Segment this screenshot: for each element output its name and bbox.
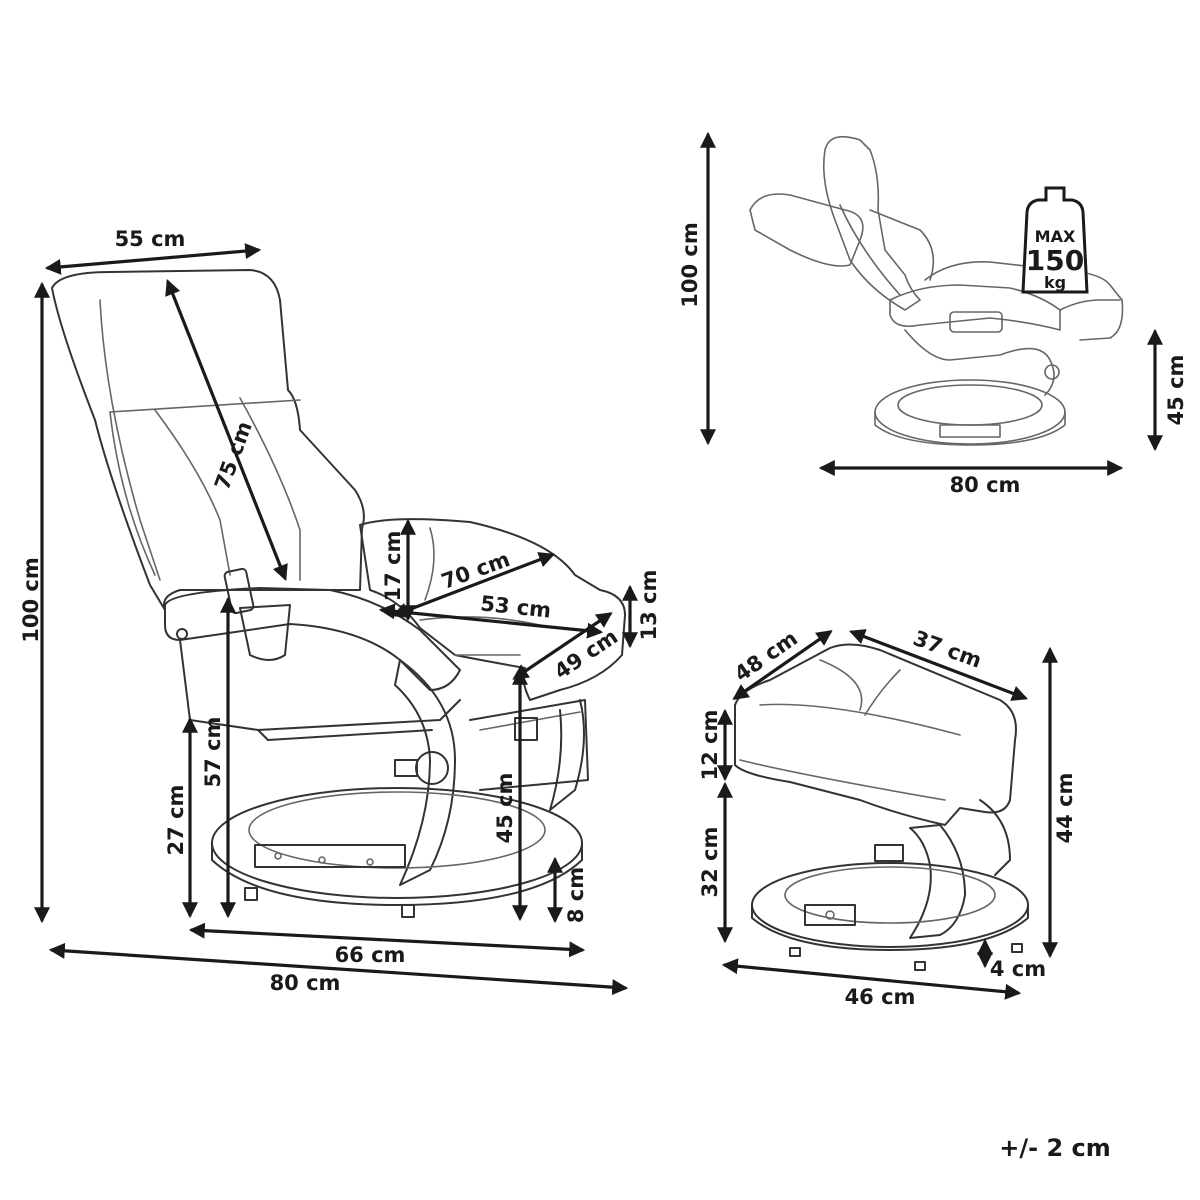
label-reclined-length: 80 cm: [950, 473, 1021, 497]
label-ottoman-37: 37 cm: [910, 626, 985, 673]
reclined-chair-drawing: [749, 135, 1124, 446]
dim-arrow-ottoman-37: [849, 629, 1028, 701]
label-reclined-seat-45: 45 cm: [1164, 355, 1188, 426]
ottoman-drawing: [734, 643, 1029, 971]
label-seat-70: 70 cm: [438, 547, 513, 594]
label-ottoman-4: 4 cm: [990, 957, 1046, 981]
label-armrest-57: 57 cm: [201, 717, 225, 788]
label-chair-width-top: 55 cm: [115, 227, 186, 251]
label-seat-height-45: 45 cm: [493, 773, 517, 844]
recliner-chair-drawing: [51, 269, 626, 918]
dim-arrow-total-80: [48, 942, 629, 996]
label-under-arm-27: 27 cm: [164, 785, 188, 856]
label-ottoman-32: 32 cm: [698, 827, 722, 898]
label-reclined-height: 100 cm: [678, 222, 702, 307]
label-chair-height: 100 cm: [19, 557, 43, 642]
dim-arrow-seat-49: [512, 612, 613, 680]
badge-max-label: MAX: [1035, 227, 1076, 246]
dim-arrow-ottoman-46: [721, 958, 1022, 1000]
label-ottoman-44: 44 cm: [1053, 773, 1077, 844]
dimension-labels: 100 cm 55 cm 75 cm 17 cm 70 cm 53 cm 49 …: [19, 222, 1188, 1009]
tolerance-note: +/- 2 cm: [999, 1134, 1110, 1162]
weight-icon: [1021, 186, 1089, 294]
dim-arrow-chair-width-top: [44, 243, 262, 275]
label-total-80: 80 cm: [270, 971, 341, 995]
dim-arrow-ottoman-48: [732, 630, 833, 700]
label-thickness-13: 13 cm: [637, 570, 661, 641]
badge-unit: kg: [1044, 273, 1066, 292]
label-base-8: 8 cm: [564, 867, 588, 923]
label-base-66: 66 cm: [335, 943, 406, 967]
badge-weight-value: 150: [1026, 244, 1084, 277]
max-load-badge: MAX 150 kg: [1021, 186, 1089, 294]
label-seat-49: 49 cm: [550, 624, 622, 684]
label-ottoman-46: 46 cm: [845, 985, 916, 1009]
dimension-arrows: [34, 131, 1163, 1000]
dim-arrow-backrest: [165, 279, 288, 581]
label-ottoman-12: 12 cm: [698, 710, 722, 781]
label-armrest-17: 17 cm: [381, 531, 405, 602]
label-backrest-length: 75 cm: [210, 418, 257, 493]
